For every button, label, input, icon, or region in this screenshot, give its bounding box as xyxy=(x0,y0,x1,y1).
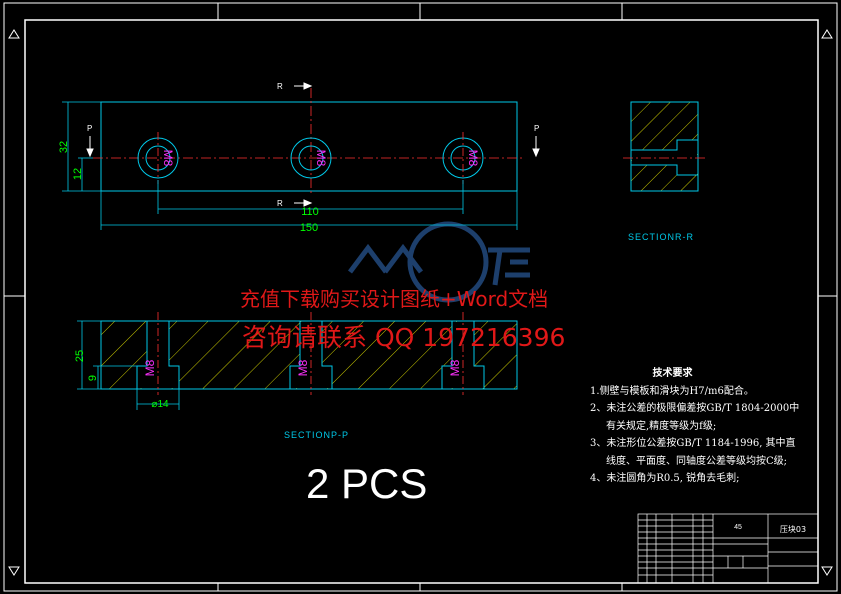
note-line: 3、未注形位公差按GB/T 1184-1996, 其中直 xyxy=(590,438,796,449)
dim-32: 32 xyxy=(58,141,70,153)
technical-notes: 技术要求 1.侧壁与模板和滑块为H7/m6配合。 2、未注公差的极限偏差按GB/… xyxy=(590,365,799,488)
sheet-frame xyxy=(3,2,838,592)
note-line: 4、未注圆角为R0.5, 锐角去毛刺; xyxy=(590,473,740,484)
note-line: 线度、平面度、同轴度公差等级均按C级; xyxy=(606,455,788,467)
dim-25: 25 xyxy=(74,350,86,362)
section-r-label: SECTIONR-R xyxy=(628,232,694,242)
top-hole-label: M8 xyxy=(161,150,175,167)
title-block-material: 45 xyxy=(734,524,742,531)
top-hole xyxy=(290,137,332,179)
watermark-logo xyxy=(348,221,530,303)
note-line: 有关规定,精度等级为f级; xyxy=(606,420,717,432)
section-p-view: M8 M8 M8 25 9 ⌀14 xyxy=(74,312,518,410)
top-hole xyxy=(442,132,484,184)
title-block xyxy=(637,513,819,584)
top-hole xyxy=(137,132,179,184)
watermark-line-1: 充值下载购买设计图纸+Word文档 xyxy=(240,287,549,311)
section-marker-r: R xyxy=(277,199,283,208)
top-hole-label: M8 xyxy=(466,150,480,167)
top-view-outline xyxy=(100,101,518,192)
note-line: 1.侧壁与模板和滑块为H7/m6配合。 xyxy=(590,385,754,397)
top-view: M8 M8 M8 P P R R 32 12 110 xyxy=(58,82,540,234)
top-hole-label: M8 xyxy=(314,150,328,167)
dim-12: 12 xyxy=(72,168,84,180)
dim-150: 150 xyxy=(300,222,318,234)
section-marker-p: P xyxy=(534,124,539,133)
section-hole-label: M8 xyxy=(143,359,157,376)
watermark-line-2: 咨询请联系 QQ 197216396 xyxy=(242,323,566,352)
quantity-label: 2 PCS xyxy=(306,460,428,507)
counterbore xyxy=(289,321,333,389)
section-r-view xyxy=(623,101,706,192)
section-hole-label: M8 xyxy=(296,359,310,376)
section-marker-r: R xyxy=(277,82,283,91)
dim-110: 110 xyxy=(301,206,319,218)
section-p-label: SECTIONP-P xyxy=(284,430,349,440)
notes-title: 技术要求 xyxy=(652,368,693,379)
section-hole-label: M8 xyxy=(448,359,462,376)
title-block-part-name: 压块03 xyxy=(780,524,806,534)
dim-dia: ⌀14 xyxy=(151,399,169,410)
dim-9: 9 xyxy=(87,375,99,381)
note-line: 2、未注公差的极限偏差按GB/T 1804-2000中 xyxy=(590,403,800,414)
section-marker-p: P xyxy=(87,124,92,133)
